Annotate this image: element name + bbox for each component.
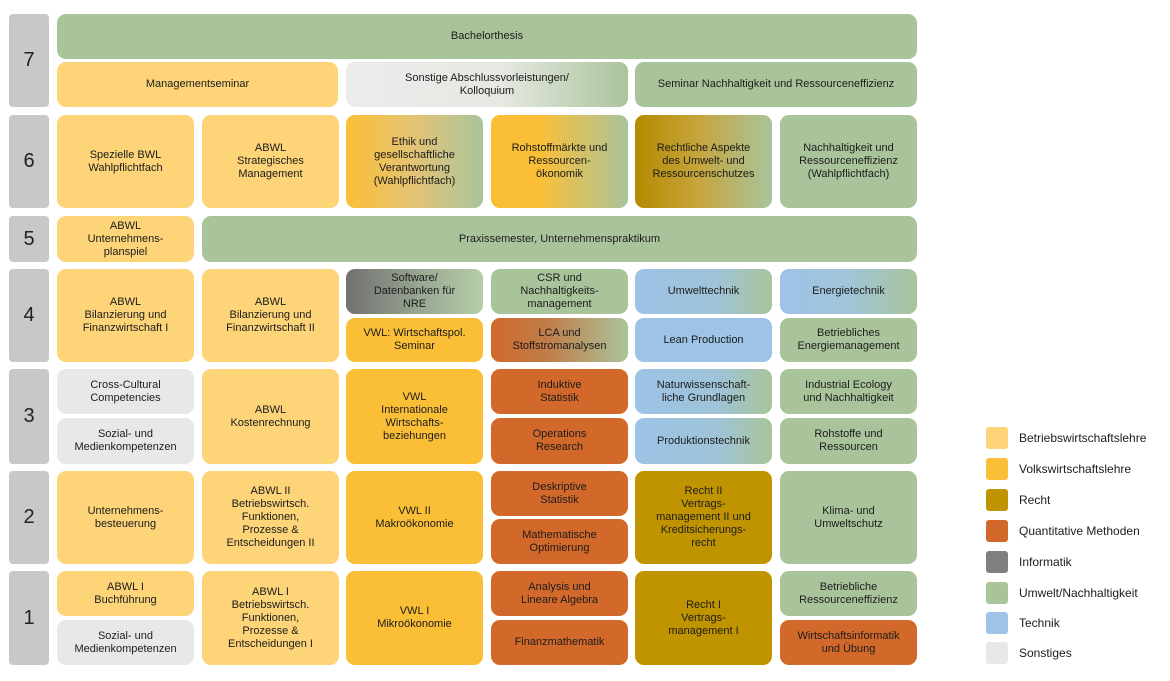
module-unternehmensbesteuerung: Unternehmens- besteuerung xyxy=(57,471,194,564)
semester-label-7: 7 xyxy=(9,14,49,107)
module-kostenrechnung: ABWL Kostenrechnung xyxy=(202,369,339,464)
legend-label-sonstiges: Sonstiges xyxy=(1019,646,1072,660)
module-vwl-2: VWL II Makroökonomie xyxy=(346,471,483,564)
module-ressourceneffizienz: Betriebliche Ressourceneffizienz xyxy=(780,571,917,616)
legend-swatch-informatik xyxy=(986,551,1008,573)
module-rechtliche-aspekte: Rechtliche Aspekte des Umwelt- und Resso… xyxy=(635,115,772,208)
module-sonstige-abschlussvorleistungen: Sonstige Abschlussvorleistungen/ Kolloqu… xyxy=(346,62,628,107)
module-csr: CSR und Nachhaltigkeits- management xyxy=(491,269,628,314)
semester-label-4: 4 xyxy=(9,269,49,362)
module-cross-cultural: Cross-Cultural Competencies xyxy=(57,369,194,414)
module-energietechnik: Energietechnik xyxy=(780,269,917,314)
module-energiemanagement: Betriebliches Energiemanagement xyxy=(780,318,917,362)
module-sozial-medienkompetenzen-1: Sozial- und Medienkompetenzen xyxy=(57,620,194,665)
semester-label-2: 2 xyxy=(9,471,49,564)
module-mathematische-optimierung: Mathematische Optimierung xyxy=(491,519,628,564)
legend-swatch-recht xyxy=(986,489,1008,511)
module-praxissemester: Praxissemester, Unternehmenspraktikum xyxy=(202,216,917,262)
legend-label-bwl: Betriebswirtschaftslehre xyxy=(1019,431,1147,445)
module-sozial-medienkompetenzen-3: Sozial- und Medienkompetenzen xyxy=(57,418,194,464)
module-software-datenbanken: Software/ Datenbanken für NRE xyxy=(346,269,483,314)
legend-label-technik: Technik xyxy=(1019,616,1060,630)
module-seminar-nachhaltigkeit: Seminar Nachhaltigkeit und Ressourceneff… xyxy=(635,62,917,107)
module-recht-1: Recht I Vertrags- management I xyxy=(635,571,772,665)
module-produktionstechnik: Produktionstechnik xyxy=(635,418,772,464)
module-bilanzierung-1: ABWL Bilanzierung und Finanzwirtschaft I xyxy=(57,269,194,362)
module-rohstoffe-ressourcen: Rohstoffe und Ressourcen xyxy=(780,418,917,464)
module-lca: LCA und Stoffstromanalysen xyxy=(491,318,628,362)
semester-label-1: 1 xyxy=(9,571,49,665)
module-lean-production: Lean Production xyxy=(635,318,772,362)
legend-swatch-umwelt xyxy=(986,582,1008,604)
module-umwelttechnik: Umwelttechnik xyxy=(635,269,772,314)
module-vwl-international: VWL Internationale Wirtschafts- beziehun… xyxy=(346,369,483,464)
module-vwl-1: VWL I Mikroökonomie xyxy=(346,571,483,665)
legend-label-quant: Quantitative Methoden xyxy=(1019,524,1140,538)
module-rohstoffmaerkte: Rohstoffmärkte und Ressourcen- ökonomik xyxy=(491,115,628,208)
module-bachelorthesis: Bachelorthesis xyxy=(57,14,917,59)
legend-label-informatik: Informatik xyxy=(1019,555,1072,569)
module-klima-umweltschutz: Klima- und Umweltschutz xyxy=(780,471,917,564)
module-induktive-statistik: Induktive Statistik xyxy=(491,369,628,414)
module-abwl-2: ABWL II Betriebswirtsch. Funktionen, Pro… xyxy=(202,471,339,564)
module-buchfuehrung: ABWL I Buchführung xyxy=(57,571,194,616)
module-analysis-lineare-algebra: Analysis und Lineare Algebra xyxy=(491,571,628,616)
legend-label-recht: Recht xyxy=(1019,493,1051,507)
module-bilanzierung-2: ABWL Bilanzierung und Finanzwirtschaft I… xyxy=(202,269,339,362)
module-industrial-ecology: Industrial Ecology und Nachhaltigkeit xyxy=(780,369,917,414)
module-operations-research: Operations Research xyxy=(491,418,628,464)
semester-label-5: 5 xyxy=(9,216,49,262)
legend-label-vwl: Volkswirtschaftslehre xyxy=(1019,462,1132,476)
module-spezielle-bwl: Spezielle BWL Wahlpflichtfach xyxy=(57,115,194,208)
semester-label-3: 3 xyxy=(9,369,49,464)
module-wirtschaftspolitik-seminar: VWL: Wirtschaftspol. Seminar xyxy=(346,318,483,362)
module-abwl-strategisches-management: ABWL Strategisches Management xyxy=(202,115,339,208)
module-finanzmathematik: Finanzmathematik xyxy=(491,620,628,665)
legend-swatch-technik xyxy=(986,612,1008,634)
legend-label-umwelt: Umwelt/Nachhaltigkeit xyxy=(1019,586,1138,600)
module-ethik: Ethik und gesellschaftliche Verantwortun… xyxy=(346,115,483,208)
legend-swatch-bwl xyxy=(986,427,1008,449)
module-recht-2: Recht II Vertrags- management II und Kre… xyxy=(635,471,772,564)
module-naturwissenschaftliche-grundlagen: Naturwissenschaft- liche Grundlagen xyxy=(635,369,772,414)
legend-swatch-vwl xyxy=(986,458,1008,480)
module-unternehmensplanspiel: ABWL Unternehmens- planspiel xyxy=(57,216,194,262)
legend-swatch-sonstiges xyxy=(986,642,1008,664)
module-wirtschaftsinformatik: Wirtschaftsinformatik und Übung xyxy=(780,620,917,665)
module-deskriptive-statistik: Deskriptive Statistik xyxy=(491,471,628,516)
module-nachhaltigkeit-wahlpflicht: Nachhaltigkeit und Ressourceneffizienz (… xyxy=(780,115,917,208)
module-abwl-1: ABWL I Betriebswirtsch. Funktionen, Proz… xyxy=(202,571,339,665)
legend-swatch-quant xyxy=(986,520,1008,542)
semester-label-6: 6 xyxy=(9,115,49,208)
module-managementseminar: Managementseminar xyxy=(57,62,338,107)
